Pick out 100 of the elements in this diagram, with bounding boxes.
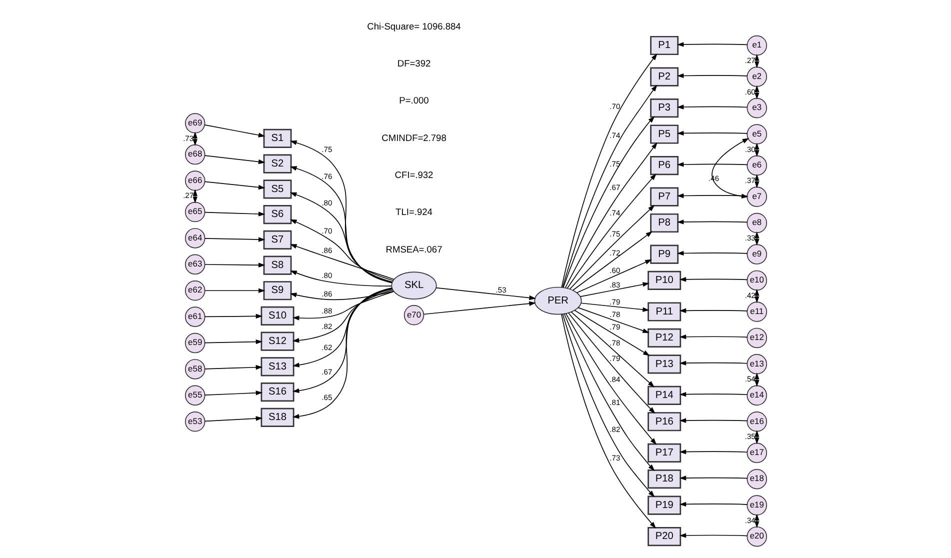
arrow	[678, 392, 748, 397]
edge-label: .67	[321, 367, 332, 376]
arrow	[678, 308, 748, 314]
edge-label: .73	[182, 134, 194, 143]
edge-label: .84	[609, 375, 620, 384]
arrow	[204, 124, 265, 138]
node-ellipse: PER	[534, 286, 582, 315]
edge-label: .30	[744, 144, 755, 154]
edge-label: .74	[609, 208, 620, 218]
edge-label: .81	[609, 398, 620, 407]
arrow	[577, 307, 649, 333]
node-box: P13	[647, 354, 681, 374]
edge-label: .73	[609, 454, 620, 463]
label: P=.000	[398, 96, 428, 106]
node-circle: e2	[746, 66, 767, 87]
node-circle: e20	[746, 526, 767, 547]
node-box: P19	[647, 496, 681, 515]
node-box: S9	[262, 281, 292, 300]
node-box: S8	[262, 256, 292, 275]
arrow	[754, 54, 759, 68]
edge-label: .79	[609, 354, 620, 363]
edge-label: .65	[321, 392, 332, 402]
arrow	[754, 288, 759, 304]
edge-label: .79	[609, 297, 620, 306]
edge-label: .72	[609, 248, 620, 258]
arrow	[754, 174, 759, 188]
node-box: P20	[647, 527, 681, 546]
arrow	[204, 155, 265, 164]
arrow	[566, 174, 656, 289]
edge-label: .82	[321, 322, 332, 331]
arrow	[678, 418, 748, 423]
edge-label: .79	[609, 322, 620, 332]
arrow	[204, 364, 262, 370]
node-box: P14	[647, 386, 681, 405]
node-circle: e14	[746, 385, 767, 406]
arrow	[568, 312, 655, 414]
edge-label: .75	[609, 230, 620, 239]
arrow	[676, 130, 748, 136]
node-circle: e17	[746, 442, 767, 464]
node-box: S7	[262, 230, 292, 250]
edge-label: .70	[609, 102, 620, 112]
edge-label: .42	[744, 290, 755, 300]
label: CMINDF=2.798	[381, 132, 446, 143]
node-circle: e6	[746, 155, 767, 176]
edge-label: .60	[609, 266, 620, 276]
arrow	[289, 140, 392, 284]
node-circle: e8	[746, 212, 767, 234]
arrow	[290, 166, 392, 283]
node-box: P7	[650, 187, 678, 206]
node-box: S12	[260, 332, 294, 351]
arrow	[290, 270, 392, 286]
edge-label: .35	[744, 432, 755, 442]
arrow	[204, 288, 265, 293]
edge-label: .70	[321, 226, 332, 236]
node-circle: e10	[746, 270, 767, 291]
edge-label: .27	[744, 56, 755, 65]
node-box: P18	[647, 470, 681, 489]
node-box: P16	[647, 412, 681, 432]
edge-label: .83	[609, 280, 620, 290]
edge-label: .67	[609, 183, 620, 192]
node-box: S10	[260, 306, 294, 326]
edge-label: .75	[321, 145, 332, 154]
node-circle: e65	[184, 202, 205, 222]
node-circle: e64	[184, 228, 205, 248]
arrow	[289, 219, 393, 281]
node-circle: e55	[184, 385, 205, 406]
edge-label: .78	[609, 338, 620, 348]
edge-label: .34	[744, 516, 755, 525]
node-circle: e61	[184, 306, 205, 327]
node-box: P10	[647, 270, 681, 290]
node-circle: e11	[746, 302, 767, 322]
arrow	[562, 314, 654, 498]
arrow	[204, 314, 262, 319]
node-circle: e69	[184, 113, 205, 134]
node-circle: e68	[184, 144, 205, 165]
node-circle: e16	[746, 412, 767, 432]
arrow	[435, 287, 536, 300]
label: RMSEA=.067	[385, 244, 442, 254]
arrow	[204, 390, 262, 396]
arrow	[678, 277, 748, 282]
node-box: S13	[260, 357, 294, 376]
node-circle: e3	[746, 98, 767, 118]
arrow	[564, 142, 657, 288]
edge-label: .53	[495, 285, 506, 294]
label: TLI=.924	[395, 207, 432, 218]
arrow	[292, 288, 392, 419]
arrow	[564, 313, 656, 445]
node-box: P17	[647, 443, 681, 462]
arrow	[678, 360, 748, 366]
edge-label: .33	[744, 234, 755, 242]
node-circle: e53	[184, 412, 205, 432]
arrow	[574, 310, 650, 356]
label: Chi-Square= 1096.884	[366, 21, 460, 32]
arrow	[204, 181, 265, 190]
edge-label: .54	[744, 374, 755, 384]
node-circle: e9	[746, 244, 767, 264]
edge-label: .37	[744, 176, 755, 186]
arrow	[204, 262, 265, 268]
node-circle: e18	[746, 468, 767, 490]
arrow	[563, 313, 654, 471]
